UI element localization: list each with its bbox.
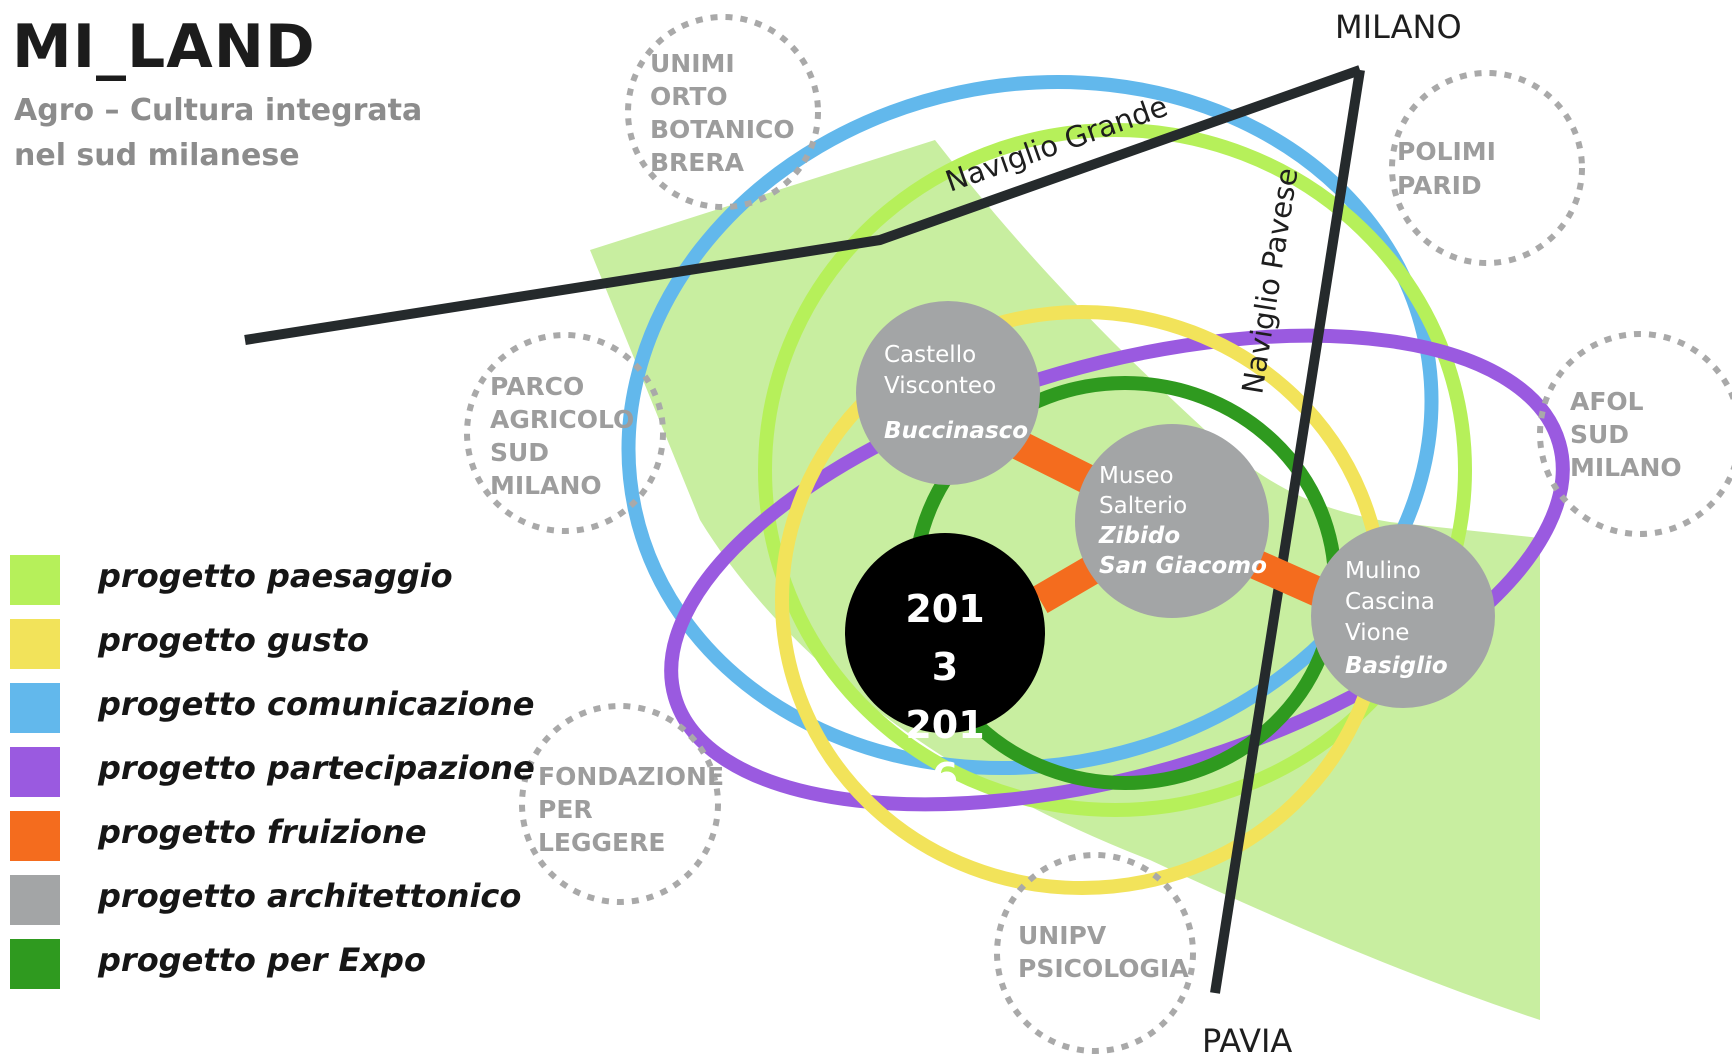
site-basiglio-line-2: Cascina [1345,589,1435,615]
year-line-1: 201 [905,587,984,631]
site-basiglio-line-1: Mulino [1345,558,1421,584]
partner-afol-line-2: SUD [1570,420,1629,449]
partner-parco-line-1: PARCO [490,372,584,401]
partner-unimi-line-4: BRERA [650,148,745,177]
partner-polimi-line-2: PARID [1397,171,1482,200]
partner-parco-ring [464,332,666,534]
legend-label-paesaggio: progetto paesaggio [98,557,453,595]
page-title: MI_LAND [12,12,316,82]
ring-paesaggio [758,123,1472,817]
naviglio-pavese-line [1210,69,1365,994]
partner-parco-line-4: MILANO [490,471,602,500]
legend-label-fruizione: progetto fruizione [98,813,427,851]
site-buccinasco-line-1: Castello [884,342,976,368]
partner-unipv-ring [994,852,1196,1054]
year-line-3: 201 [905,703,984,747]
partner-afol-line-1: AFOL [1570,387,1644,416]
legend-label-comunicazione: progetto comunicazione [98,685,535,723]
partner-polimi-ring [1389,70,1585,266]
legend-swatch-architettonico [10,875,60,925]
year-disc-circle [845,533,1045,733]
partner-afol: AFOL SUD MILANO [1537,331,1732,537]
partner-polimi: POLIMI PARID [1389,70,1585,266]
site-zibido-line-1: Museo [1099,463,1174,489]
legend-label-partecipazione: progetto partecipazione [98,749,535,787]
partner-fondazione-ring [519,703,721,905]
page-subtitle: Agro – Cultura integrata nel sud milanes… [14,88,434,178]
partner-afol-line-3: MILANO [1570,453,1682,482]
partner-unimi: UNIMI ORTO BOTANICO BRERA [625,14,821,210]
city-milano: MILANO [1335,8,1462,46]
partner-unipv-line-2: PSICOLOGIA [1018,954,1189,983]
site-basiglio-line-3: Vione [1345,620,1409,646]
legend-swatch-gusto [10,619,60,669]
site-basiglio-circle [1311,524,1495,708]
partner-unimi-line-1: UNIMI [650,49,735,78]
partner-unimi-line-2: ORTO [650,82,728,111]
partner-fondazione: FONDAZIONE PER LEGGERE [519,703,724,905]
subtitle-line-1: Agro – Cultura integrata [14,93,423,128]
site-zibido-place-2: San Giacomo [1099,553,1267,579]
legend-swatch-paesaggio [10,555,60,605]
city-pavia: PAVIA [1202,1022,1292,1058]
partner-afol-ring [1537,331,1732,537]
site-buccinasco-circle [856,301,1040,485]
year-line-2: 3 [932,645,958,689]
site-buccinasco-line-2: Visconteo [884,373,996,399]
legend-swatch-expo [10,939,60,989]
year-line-4: 6 [932,755,958,799]
partner-unimi-line-3: BOTANICO [650,115,795,144]
site-buccinasco: Castello Visconteo Buccinasco [856,301,1040,485]
partner-unipv: UNIPV PSICOLOGIA [994,852,1196,1054]
year-disc: 201 3 201 6 [845,533,1045,799]
partner-parco-line-3: SUD [490,438,549,467]
partner-parco-line-2: AGRICOLO [490,405,634,434]
site-zibido: Museo Salterio Zibido San Giacomo [1075,424,1269,618]
naviglio-pavese-label: Naviglio Pavese [1235,166,1304,397]
partner-parco-agricolo: PARCO AGRICOLO SUD MILANO [464,332,666,534]
partner-unipv-line-1: UNIPV [1018,921,1107,950]
site-basiglio-place: Basiglio [1345,653,1448,679]
ring-partecipazione [664,328,1570,812]
site-zibido-line-2: Salterio [1099,493,1187,519]
legend-label-gusto: progetto gusto [98,621,370,659]
naviglio-grande-line [244,65,1362,345]
legend-label-expo: progetto per Expo [98,941,426,979]
partner-fondazione-line-3: LEGGERE [538,828,665,857]
partner-unimi-ring [625,14,821,210]
site-zibido-place-1: Zibido [1098,523,1180,549]
legend-swatch-partecipazione [10,747,60,797]
site-buccinasco-place: Buccinasco [884,418,1028,444]
site-zibido-circle [1075,424,1269,618]
legend-swatch-comunicazione [10,683,60,733]
legend-swatch-fruizione [10,811,60,861]
legend-label-architettonico: progetto architettonico [98,877,522,915]
partner-fondazione-line-1: FONDAZIONE [538,762,724,791]
partner-fondazione-line-2: PER [538,795,593,824]
subtitle-line-2: nel sud milanese [14,138,300,173]
partner-polimi-line-1: POLIMI [1397,137,1496,166]
site-basiglio: Mulino Cascina Vione Basiglio [1311,524,1495,708]
